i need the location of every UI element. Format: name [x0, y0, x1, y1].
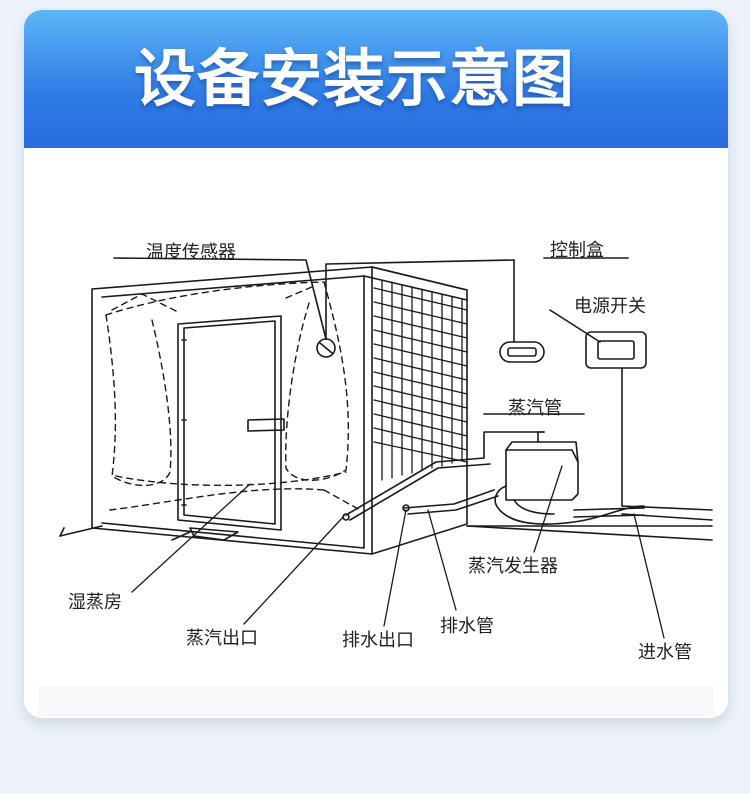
steam-room-cabin	[91, 266, 468, 555]
label-drain-pipe: 排水管	[440, 616, 494, 637]
label-steam-outlet: 蒸汽出口	[186, 628, 258, 649]
steam-pipe	[345, 413, 585, 521]
power-switch	[549, 309, 647, 507]
temperature-sensor	[113, 257, 515, 358]
label-steam-generator: 蒸汽发生器	[468, 556, 558, 577]
water-inlet-pipe	[621, 505, 713, 521]
leader-lines	[131, 465, 665, 639]
control-box	[499, 257, 629, 363]
tile-grid	[373, 279, 468, 481]
label-power-switch: 电源开关	[574, 296, 646, 317]
label-wet-steam-room: 湿蒸房	[68, 592, 122, 613]
label-control-box: 控制盒	[550, 240, 604, 261]
installation-diagram	[38, 257, 714, 716]
drain-pipe	[342, 489, 645, 521]
label-temperature-sensor: 温度传感器	[146, 242, 236, 263]
label-steam-pipe: 蒸汽管	[508, 398, 562, 419]
label-water-inlet-pipe: 进水管	[638, 642, 692, 663]
diagram-card: 设备安装示意图	[24, 10, 728, 718]
header-banner: 设备安装示意图	[24, 10, 728, 148]
label-drain-outlet: 排水出口	[342, 630, 414, 651]
page-title: 设备安装示意图	[134, 42, 576, 115]
